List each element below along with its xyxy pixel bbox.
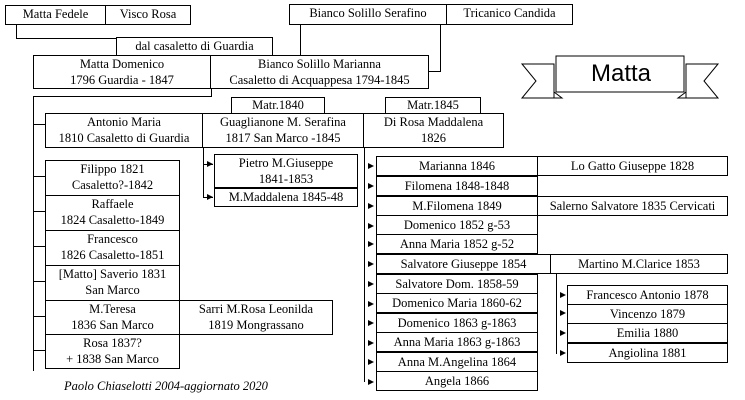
spouse-box: Martino M.Clarice 1853	[550, 254, 728, 274]
origin-note: dal casaletto di Guardia	[116, 37, 273, 56]
connector	[440, 24, 441, 72]
connector	[33, 246, 45, 247]
ancestor-box: Tricanico Candida	[446, 4, 573, 25]
arrow-icon	[368, 379, 374, 385]
child-box: Anna Maria 1852 g-52	[376, 234, 538, 254]
marriage-label: Matr.1845	[385, 97, 481, 114]
page-title: Matta	[590, 60, 652, 87]
arrow-icon	[368, 320, 374, 326]
arrow-icon	[368, 301, 374, 307]
child-box: Anna M.Angelina 1864	[376, 352, 538, 372]
connector	[556, 272, 557, 354]
child-box: Filomena 1848-1848	[376, 176, 538, 196]
connector	[364, 148, 365, 382]
spouse-box: Lo Gatto Giuseppe 1828	[537, 156, 728, 176]
arrow-icon	[560, 350, 566, 356]
arrow-icon	[368, 163, 374, 169]
arrow-icon	[368, 261, 374, 267]
connector	[33, 176, 45, 177]
arrow-icon	[368, 183, 374, 189]
child-box: Domenico 1852 g-53	[376, 215, 538, 235]
arrow-icon	[368, 241, 374, 247]
grandchild-box: Angiolina 1881	[567, 343, 728, 363]
arrow-icon	[368, 281, 374, 287]
child-box: Anna Maria 1863 g-1863	[376, 332, 538, 352]
ancestor-box: Matta Fedele	[5, 5, 106, 25]
connector	[429, 71, 440, 72]
connector	[33, 281, 45, 282]
connector	[33, 96, 211, 97]
child-box: Marianna 1846	[376, 156, 538, 176]
child-box: Salvatore Dom. 1858-59	[376, 274, 538, 294]
grandchild-box: Vincenzo 1879	[567, 304, 728, 324]
arrow-icon	[368, 223, 374, 229]
connector	[203, 148, 204, 198]
connector	[33, 96, 34, 371]
connector	[33, 350, 45, 351]
arrow-icon	[560, 330, 566, 336]
child-box: Salvatore Giuseppe 1854	[376, 254, 551, 274]
child-box: M.Filomena 1849	[376, 196, 538, 216]
connector	[33, 316, 45, 317]
arrow-icon	[560, 292, 566, 298]
arrow-icon	[560, 310, 566, 316]
arrow-icon	[207, 194, 213, 200]
arrow-icon	[368, 203, 374, 209]
arrow-icon	[368, 340, 374, 346]
connector	[211, 88, 212, 97]
connector	[16, 24, 17, 39]
arrow-icon	[368, 359, 374, 365]
child-box: Domenico Maria 1860-62	[376, 293, 538, 313]
spouse-box: Salerno Salvatore 1835 Cervicati	[537, 196, 728, 216]
arrow-icon	[207, 161, 213, 167]
credit-text: Paolo Chiaselotti 2004-aggiornato 2020	[64, 379, 268, 393]
child-box: M.Maddalena 1845-48	[214, 188, 358, 207]
title-banner	[520, 55, 720, 99]
child-box: Angela 1866	[376, 371, 538, 391]
sibling-box: Rosa 1837?+ 1838 San Marco	[45, 334, 180, 369]
grandchild-box: Francesco Antonio 1878	[567, 285, 728, 305]
connector	[300, 24, 301, 56]
connector	[33, 211, 45, 212]
connector	[33, 124, 45, 125]
grandchild-box: Emilia 1880	[567, 323, 728, 343]
child-box: Domenico 1863 g-1863	[376, 313, 538, 333]
ancestor-box: Bianco Solillo Serafino	[289, 4, 447, 25]
ancestor-box: Visco Rosa	[105, 5, 191, 25]
marriage-label: Matr.1840	[231, 97, 325, 114]
